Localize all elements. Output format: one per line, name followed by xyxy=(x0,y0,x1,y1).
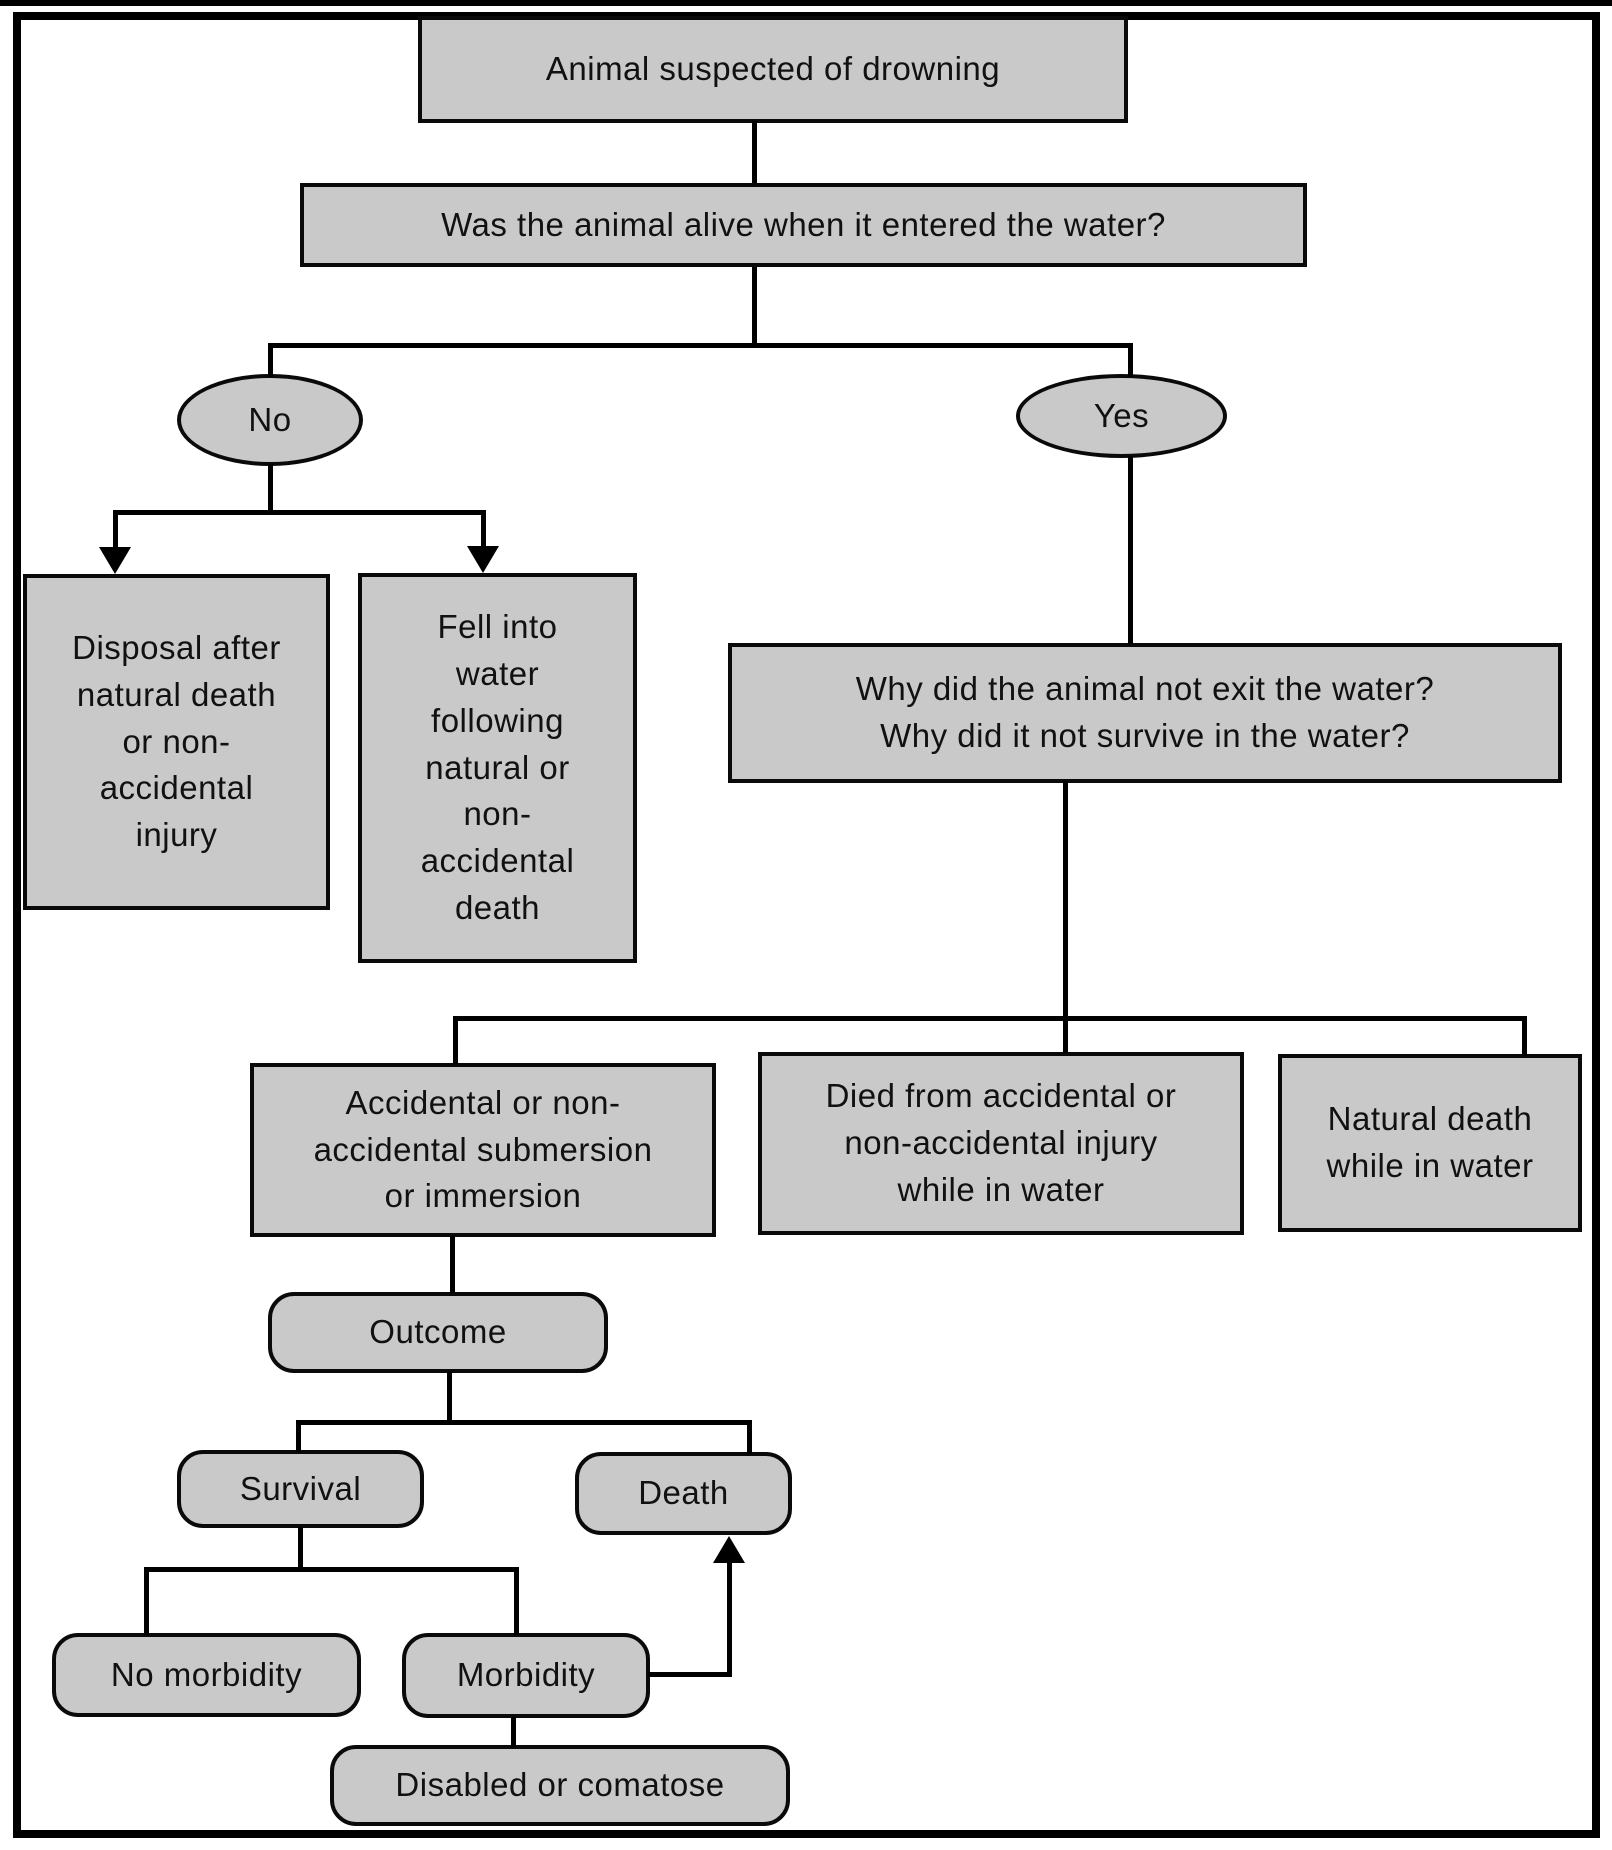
connector-line xyxy=(453,1016,1527,1021)
connector-line xyxy=(268,343,273,377)
connector-line xyxy=(514,1567,519,1635)
node-submersion-or-immersion: Accidental or non- accidental submersion… xyxy=(250,1063,716,1237)
node-natural-death-while-in-water: Natural death while in water xyxy=(1278,1054,1582,1232)
node-alive-when-entered-question: Was the animal alive when it entered the… xyxy=(300,183,1307,267)
connector-line xyxy=(450,1236,455,1293)
connector-line xyxy=(511,1717,516,1747)
node-disposal-after-natural-death: Disposal after natural death or non- acc… xyxy=(23,574,330,910)
connector-line xyxy=(1128,343,1133,377)
connector-line xyxy=(727,1562,732,1677)
node-morbidity: Morbidity xyxy=(402,1633,650,1718)
connector-line xyxy=(144,1567,149,1635)
arrow-down-icon xyxy=(99,547,131,574)
connector-line xyxy=(113,510,486,515)
connector-line xyxy=(747,1420,752,1454)
connector-line xyxy=(481,510,486,551)
node-disabled-or-comatose: Disabled or comatose xyxy=(330,1745,790,1826)
top-edge-line xyxy=(0,0,1612,6)
connector-line xyxy=(268,464,273,512)
connector-line xyxy=(268,343,1132,348)
connector-line xyxy=(1128,456,1133,644)
arrow-up-icon xyxy=(713,1536,745,1563)
outer-border xyxy=(13,12,1600,1838)
node-no-morbidity: No morbidity xyxy=(52,1633,361,1717)
connector-line xyxy=(144,1567,519,1572)
node-death: Death xyxy=(575,1452,792,1535)
connector-line xyxy=(296,1420,752,1425)
connector-line xyxy=(453,1016,458,1064)
connector-line xyxy=(296,1420,301,1452)
connector-line xyxy=(752,121,757,183)
connector-line xyxy=(298,1527,303,1572)
connector-line xyxy=(1522,1016,1527,1056)
node-yes: Yes xyxy=(1016,374,1227,458)
node-survival: Survival xyxy=(177,1450,424,1528)
node-no: No xyxy=(177,374,363,466)
connector-line xyxy=(648,1672,732,1677)
node-why-not-exit-question: Why did the animal not exit the water? W… xyxy=(728,643,1562,783)
connector-line xyxy=(113,510,118,552)
connector-line xyxy=(1063,781,1068,1053)
connector-line xyxy=(752,267,757,345)
arrow-down-icon xyxy=(467,546,499,573)
node-died-from-injury-in-water: Died from accidental or non-accidental i… xyxy=(758,1052,1244,1235)
node-fell-into-water: Fell into water following natural or non… xyxy=(358,573,637,963)
node-outcome: Outcome xyxy=(268,1292,608,1373)
connector-line xyxy=(447,1372,452,1422)
node-animal-suspected-of-drowning: Animal suspected of drowning xyxy=(418,16,1128,123)
